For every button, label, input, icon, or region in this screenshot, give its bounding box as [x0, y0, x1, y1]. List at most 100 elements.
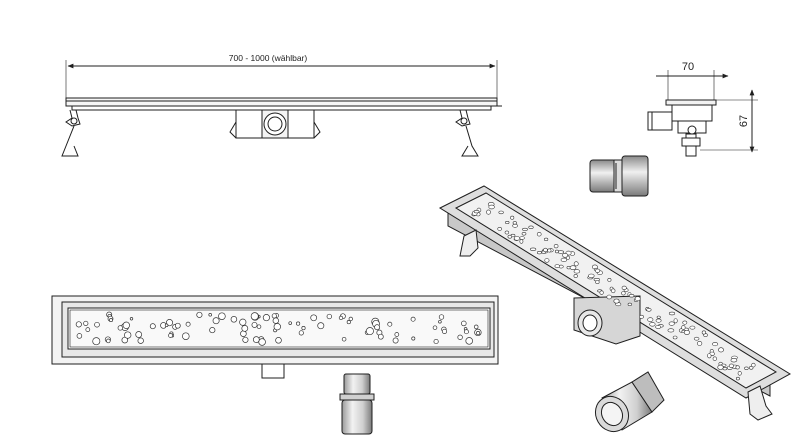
grate-hole [528, 225, 534, 230]
grate-hole [595, 280, 600, 285]
grate-hole [488, 204, 495, 210]
grate-hole [498, 210, 504, 215]
grate-hole [275, 337, 282, 344]
grate-hole [149, 323, 156, 330]
grate-hole [441, 328, 448, 334]
grate-hole [512, 221, 517, 225]
grate-hole [607, 277, 612, 282]
grate-hole [682, 320, 688, 325]
grate-hole [504, 230, 510, 235]
grate-hole [689, 325, 696, 330]
grate-hole [241, 325, 249, 332]
grate-hole [272, 317, 279, 324]
grate-hole [536, 232, 542, 237]
grate-hole [377, 333, 384, 340]
grate-hole [656, 315, 661, 319]
grate-hole [432, 325, 438, 330]
grate-hole [573, 261, 579, 267]
adapter-pipe-upper [589, 155, 649, 197]
grate-hole [438, 319, 442, 324]
grate-hole [712, 356, 717, 361]
grate-hole [433, 338, 439, 345]
grate-holes-perspective [471, 202, 756, 381]
perspective-view [438, 185, 791, 421]
grate-hole [251, 321, 258, 328]
grate-hole [273, 323, 281, 331]
grate-hole [209, 327, 216, 334]
grate-hole [510, 215, 515, 220]
grate-hole [85, 327, 91, 332]
grate-hole [588, 273, 595, 279]
grate-hole [473, 210, 480, 214]
grate-hole [554, 264, 560, 269]
grate-hole [348, 316, 353, 322]
grate-hole [668, 311, 676, 316]
grate-hole [696, 340, 703, 346]
grate-hole [250, 312, 259, 321]
grate-hole [512, 223, 518, 228]
grate-hole [737, 370, 742, 376]
grate-hole [109, 318, 113, 323]
grate-hole [505, 221, 510, 225]
grate-hole [683, 329, 690, 335]
grate-hole [164, 323, 169, 328]
grate-hole [230, 316, 238, 323]
grate-hole [543, 237, 549, 241]
grate-hole [744, 366, 749, 370]
grate-hole [649, 322, 656, 327]
grate-hole [117, 325, 123, 331]
grate-hole [621, 285, 627, 291]
grate-hole [122, 321, 130, 329]
grate-hole [465, 337, 473, 345]
grate-hole [75, 321, 82, 328]
grate-hole [438, 314, 445, 320]
grate-hole [338, 315, 344, 321]
grate-hole [310, 314, 318, 322]
grate-hole [256, 324, 262, 329]
grate-hole [410, 316, 416, 322]
grate-hole [569, 265, 577, 271]
grate-hole [185, 321, 191, 327]
grate-hole [519, 236, 525, 240]
width-dimension-label: 70 [682, 61, 694, 73]
grate-hole [621, 291, 626, 296]
grate-hole [135, 331, 143, 338]
grate-hole [137, 337, 144, 344]
grate-hole [544, 258, 550, 263]
grate-hole [182, 332, 190, 340]
grate-hole [529, 247, 537, 252]
adapter-pipe-perspective [594, 371, 665, 433]
grate-hole [129, 317, 134, 321]
grate-hole [271, 313, 277, 319]
grate-holes [75, 311, 482, 346]
grate-hole [610, 288, 616, 294]
grate-hole [595, 268, 601, 273]
grate-hole [124, 331, 132, 339]
grate-hole [522, 227, 528, 231]
grate-hole [560, 257, 568, 263]
grate-hole [208, 313, 212, 317]
grate-hole [394, 332, 400, 337]
grate-hole [672, 335, 678, 340]
grate-hole [673, 318, 678, 324]
grate-hole [647, 317, 654, 322]
grate-hole [668, 321, 675, 326]
grate-hole [513, 236, 520, 241]
grate-hole [681, 325, 686, 330]
grate-hole [473, 324, 479, 330]
grate-hole [411, 336, 416, 341]
grate-hole [547, 248, 552, 253]
grate-hole [258, 338, 266, 346]
grate-hole [555, 249, 559, 254]
grate-hole [317, 322, 325, 330]
side-view [61, 60, 502, 157]
end-view [647, 70, 758, 157]
grate-hole [562, 253, 568, 258]
grate-hole [655, 325, 662, 329]
grate-hole [634, 296, 641, 302]
grate-hole [707, 353, 712, 359]
grate-hole [212, 317, 220, 325]
grate-hole [717, 364, 724, 370]
height-dimension-label: 67 [738, 115, 750, 127]
grate-hole [341, 336, 347, 342]
